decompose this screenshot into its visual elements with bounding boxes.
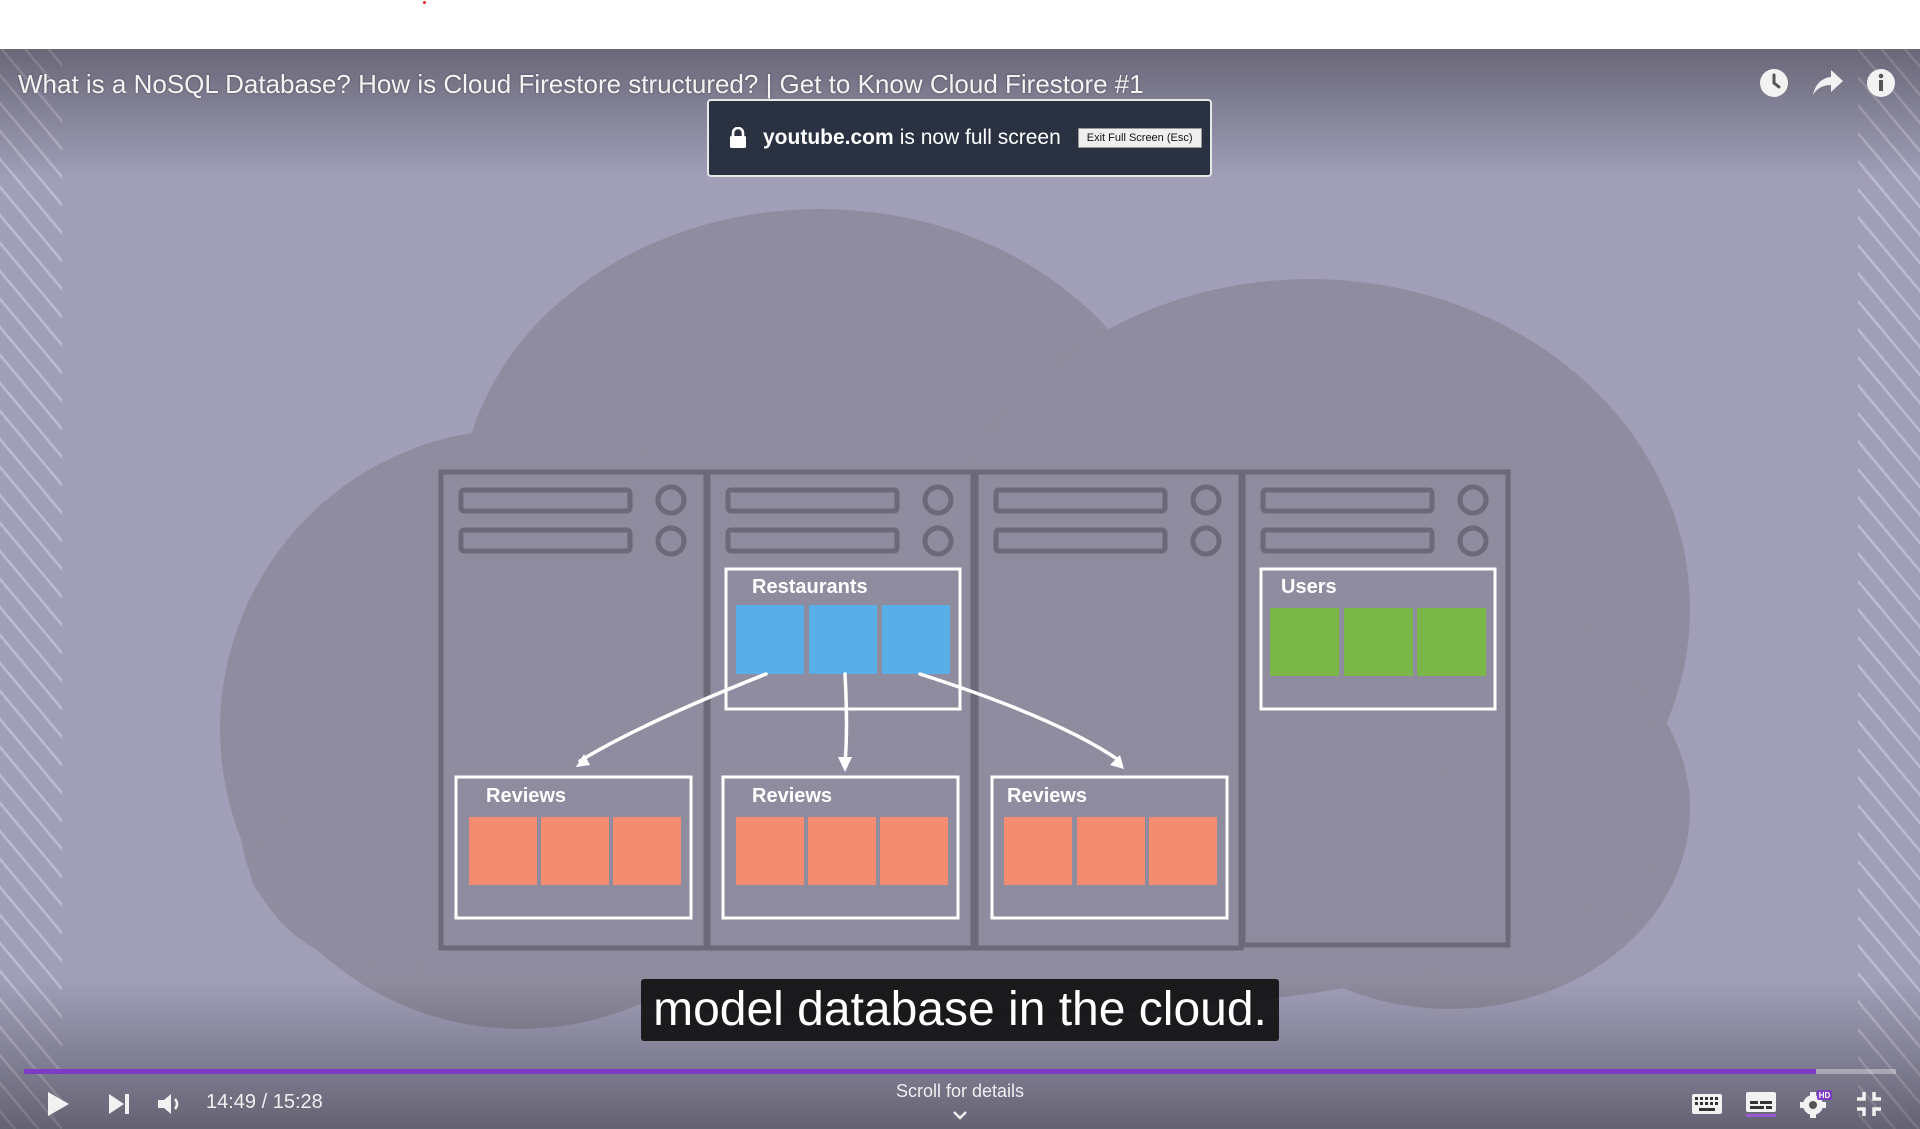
review-doc (1004, 817, 1072, 885)
volume-icon (158, 1094, 179, 1114)
hd-badge: HD (1819, 1091, 1831, 1100)
play-button[interactable] (40, 1086, 76, 1122)
indicator-dot (423, 1, 426, 4)
left-hatch-border (0, 49, 62, 1129)
watch-later-icon (1760, 69, 1788, 97)
users-collection: Users (1259, 567, 1497, 711)
reviews-label: Reviews (1007, 785, 1087, 807)
progress-played (24, 1069, 1816, 1074)
reviews-collection-right: Reviews (990, 775, 1229, 920)
share-icon (1813, 70, 1843, 95)
exit-fullscreen-button[interactable]: Exit Full Screen (Esc) (1077, 128, 1202, 148)
reviews-collection-middle: Reviews (721, 775, 960, 920)
chevron-down-icon[interactable] (951, 1109, 969, 1121)
next-icon (109, 1094, 129, 1114)
restaurant-doc (809, 605, 877, 674)
caption-container: model database in the cloud. (0, 979, 1920, 1041)
user-doc (1344, 608, 1413, 676)
exit-fullscreen-icon (1857, 1092, 1881, 1116)
right-hatch-border (1858, 49, 1920, 1129)
info-button[interactable] (1863, 65, 1899, 101)
user-doc (1270, 608, 1339, 676)
review-doc (469, 817, 537, 885)
video-title[interactable]: What is a NoSQL Database? How is Cloud F… (18, 69, 1144, 99)
restaurants-label: Restaurants (752, 576, 868, 598)
keyboard-shortcuts-button[interactable] (1688, 1085, 1726, 1123)
review-doc (808, 817, 876, 885)
users-label: Users (1281, 576, 1337, 598)
fullscreen-message: is now full screen (899, 126, 1061, 149)
volume-button[interactable] (152, 1086, 188, 1122)
fullscreen-notice: youtube.com is now full screen Exit Full… (707, 99, 1212, 177)
time-display: 14:49 / 15:28 (206, 1091, 323, 1113)
subtitles-icon (1746, 1092, 1776, 1117)
browser-top-strip (0, 0, 1920, 49)
settings-icon: HD (1800, 1090, 1832, 1118)
user-doc (1417, 608, 1486, 676)
fullscreen-domain: youtube.com (763, 126, 894, 149)
caption-text: model database in the cloud. (641, 979, 1279, 1041)
restaurant-doc (882, 605, 950, 674)
settings-button[interactable]: HD (1796, 1085, 1834, 1123)
info-icon (1867, 69, 1895, 97)
scroll-for-details[interactable]: Scroll for details (895, 1081, 1025, 1101)
lock-icon (730, 127, 746, 148)
relation-arrows (578, 672, 1122, 765)
subtitles-button[interactable] (1742, 1085, 1780, 1123)
restaurant-doc (736, 605, 804, 674)
server-racks (438, 469, 1511, 951)
review-doc (1077, 817, 1145, 885)
watch-later-button[interactable] (1756, 65, 1792, 101)
keyboard-icon (1692, 1094, 1722, 1114)
review-doc (541, 817, 609, 885)
reviews-collection-left: Reviews (454, 775, 693, 920)
exit-fullscreen-control[interactable] (1850, 1085, 1888, 1123)
restaurants-collection: Restaurants (724, 567, 962, 711)
video-frame: Restaurants Users Reviews Reviews (0, 49, 1920, 1129)
share-button[interactable] (1810, 65, 1846, 101)
review-doc (1149, 817, 1217, 885)
review-doc (880, 817, 948, 885)
arrow-heads (575, 752, 1124, 772)
reviews-label: Reviews (752, 785, 832, 807)
review-doc (736, 817, 804, 885)
play-icon (48, 1092, 69, 1116)
reviews-label: Reviews (486, 785, 566, 807)
review-doc (613, 817, 681, 885)
progress-bar[interactable] (24, 1069, 1896, 1074)
video-player[interactable]: Restaurants Users Reviews Reviews (0, 49, 1920, 1129)
next-button[interactable] (101, 1086, 137, 1122)
